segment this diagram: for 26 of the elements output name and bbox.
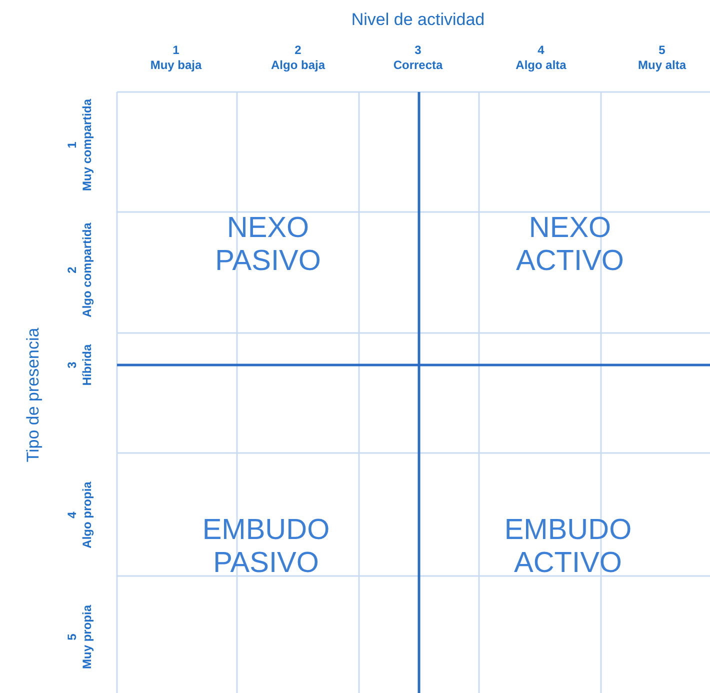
tick-number: 2 bbox=[65, 266, 80, 274]
tick-number: 4 bbox=[65, 512, 80, 518]
quadrant-label: EMBUDO PASIVO bbox=[181, 514, 351, 580]
tick-label: Algo propia bbox=[80, 482, 95, 548]
tick-label: Muy alta bbox=[638, 58, 686, 73]
quadrant-label: EMBUDO ACTIVO bbox=[483, 514, 653, 580]
tick-label: Muy compartida bbox=[80, 99, 95, 191]
axis-title: Nivel de actividad bbox=[351, 9, 485, 31]
tick-label: Híbrida bbox=[80, 344, 95, 386]
tick-number: 3 bbox=[65, 362, 80, 368]
tick-label: Algo baja bbox=[271, 58, 325, 73]
tick-label: Algo alta bbox=[516, 58, 566, 73]
tick-label: Algo compartida bbox=[80, 222, 95, 318]
tick-number: 3 bbox=[414, 43, 422, 58]
tick-number: 1 bbox=[172, 43, 180, 58]
tick-label: Correcta bbox=[393, 58, 443, 73]
quadrant-label: NEXO ACTIVO bbox=[485, 212, 655, 278]
tick-number: 5 bbox=[658, 43, 666, 58]
tick-number: 1 bbox=[65, 142, 80, 148]
quadrant-label: NEXO PASIVO bbox=[183, 212, 353, 278]
axis-title: Tipo de presencia bbox=[22, 328, 44, 462]
tick-label: Muy baja bbox=[150, 58, 202, 73]
tick-number: 4 bbox=[538, 43, 544, 58]
tick-number: 5 bbox=[65, 634, 80, 640]
tick-label: Muy propia bbox=[80, 605, 95, 669]
tick-number: 2 bbox=[294, 43, 302, 58]
